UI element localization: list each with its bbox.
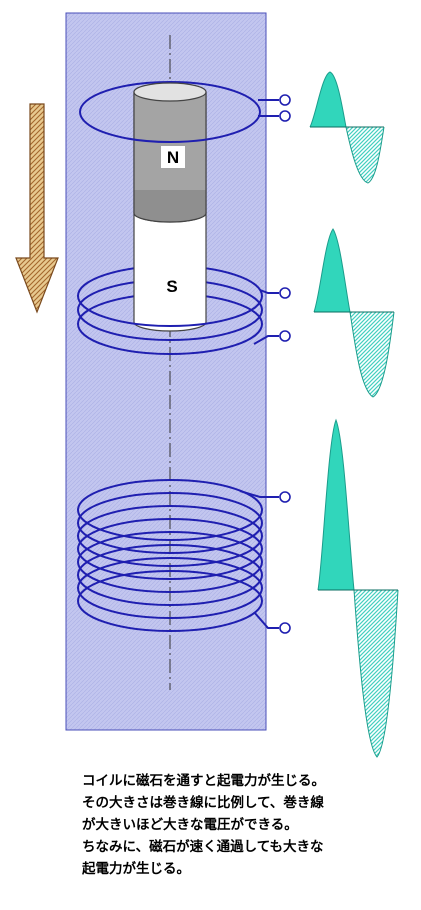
terminal-3b <box>279 622 291 634</box>
explanation-caption: コイルに磁石を通すと起電力が生じる。 その大きさは巻き線に比例して、巻き線 が大… <box>82 770 412 880</box>
magnet-south-pole <box>133 212 207 332</box>
many-turn-coil <box>77 479 263 632</box>
caption-line-3: が大きいほど大きな電圧ができる。 <box>82 817 298 833</box>
few-turn-coil-front <box>77 295 263 355</box>
many-turn-coil-leads <box>239 490 291 634</box>
caption-line-2: その大きさは巻き線に比例して、巻き線 <box>82 795 324 811</box>
voltage-waveform-large <box>317 418 399 758</box>
downward-motion-arrow <box>15 103 59 314</box>
caption-line-5: 起電力が生じる。 <box>82 861 190 877</box>
terminal-2a <box>279 287 291 299</box>
single-turn-coil-front <box>79 111 261 143</box>
caption-line-1: コイルに磁石を通すと起電力が生じる。 <box>82 773 325 789</box>
voltage-waveform-medium <box>313 228 395 398</box>
terminal-3a <box>279 491 291 503</box>
terminal-2b <box>279 330 291 342</box>
terminal-1b <box>279 110 291 122</box>
voltage-waveform-small <box>309 71 385 184</box>
single-turn-coil <box>79 81 261 113</box>
bar-magnet: N S <box>133 82 207 332</box>
few-turn-coil-leads <box>253 287 291 345</box>
single-turn-coil-leads <box>258 94 291 122</box>
magnet-top-cap <box>133 82 207 102</box>
north-pole-label: N <box>167 148 179 167</box>
south-pole-label: S <box>166 277 177 296</box>
terminal-1a <box>279 94 291 106</box>
caption-line-4: ちなみに、磁石が速く通過しても大きな <box>82 839 324 855</box>
induction-diagram: N S <box>15 12 399 758</box>
